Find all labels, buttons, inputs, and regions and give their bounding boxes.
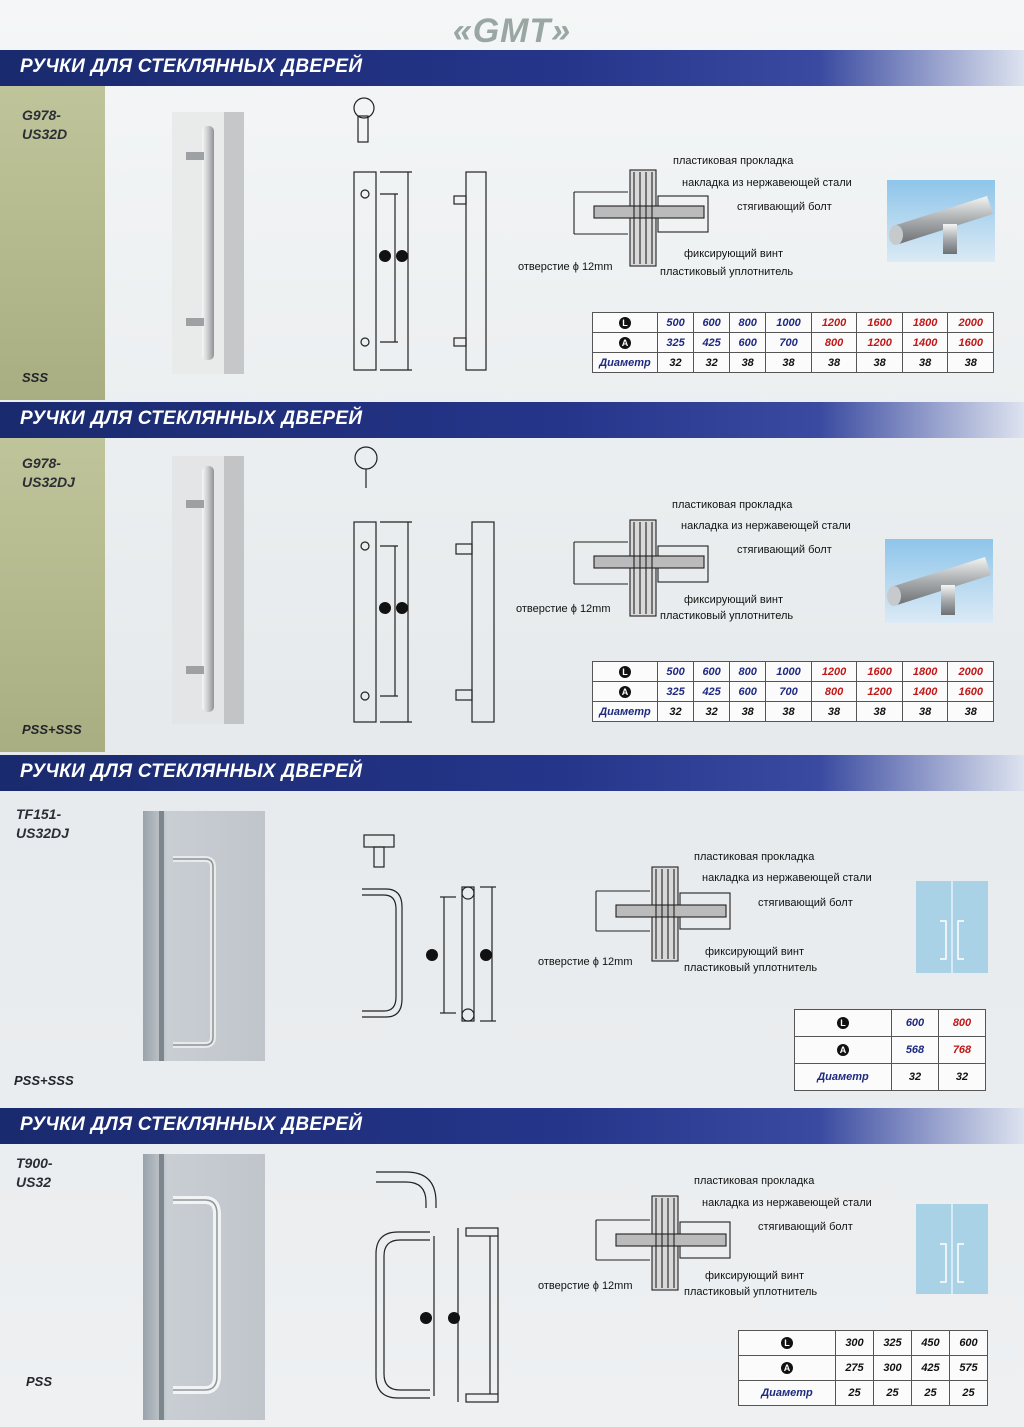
finish-code: SSS (22, 370, 49, 385)
spec-table: L 600 800 A 568 768 Диаметр 32 32 (794, 1009, 986, 1091)
model-code: G978- US32D (22, 107, 68, 142)
label-steel-cover: накладка из нержавеющей стали (681, 520, 851, 532)
label-fixing-screw: фиксирующий винт (684, 594, 784, 606)
spec-table: L 300 325 450 600 A 275 300 425 575 Диам… (738, 1330, 988, 1406)
table-row: L 600 800 (794, 1009, 986, 1037)
label-steel-cover: накладка из нержавеющей стали (702, 872, 872, 884)
product-photo (143, 811, 265, 1061)
product-section-1: РУЧКИ ДЛЯ СТЕКЛЯННЫХ ДВЕРЕЙ G978- US32D … (0, 50, 1024, 400)
label-plastic-seal: пластиковый уплотнитель (660, 266, 794, 278)
label-tie-bolt: стягивающий болт (758, 897, 853, 909)
length-badge: L (781, 1337, 793, 1349)
label-plastic-gasket: пластиковая прокладка (694, 1175, 815, 1187)
section-title: РУЧКИ ДЛЯ СТЕКЛЯННЫХ ДВЕРЕЙ (20, 56, 363, 77)
label-plastic-seal: пластиковый уплотнитель (684, 1286, 818, 1298)
length-badge: L (619, 316, 631, 329)
table-row: Диаметр 25 25 25 25 (738, 1380, 988, 1406)
label-steel-cover: накладка из нержавеющей стали (682, 177, 852, 189)
table-row: A 275 300 425 575 (738, 1355, 988, 1381)
table-row: L 500 600 800 1000 1200 1600 1800 2000 (592, 312, 994, 333)
product-photo (143, 1154, 265, 1420)
label-hole: отверстие ϕ 12mm (518, 261, 613, 273)
model-code: G978- US32DJ (22, 455, 75, 490)
section-banner: РУЧКИ ДЛЯ СТЕКЛЯННЫХ ДВЕРЕЙ (0, 755, 1024, 791)
table-row: Диаметр 32 32 (794, 1063, 986, 1091)
handle-drawing (362, 834, 496, 1022)
section-banner: РУЧКИ ДЛЯ СТЕКЛЯННЫХ ДВЕРЕЙ (0, 1108, 1024, 1144)
axis-badge: A (781, 1362, 793, 1374)
table-row: A 568 768 (794, 1036, 986, 1064)
label-hole: отверстие ϕ 12mm (538, 956, 633, 968)
finish-code: PSS (26, 1374, 53, 1389)
table-row: A 325 425 600 700 800 1200 1400 1600 (592, 681, 994, 702)
fixing-diagram (595, 1195, 731, 1291)
product-section-3: РУЧКИ ДЛЯ СТЕКЛЯННЫХ ДВЕРЕЙ TF151- US32D… (0, 755, 1024, 1105)
length-badge: L (837, 1017, 849, 1029)
section-title: РУЧКИ ДЛЯ СТЕКЛЯННЫХ ДВЕРЕЙ (20, 1114, 363, 1135)
section-banner: РУЧКИ ДЛЯ СТЕКЛЯННЫХ ДВЕРЕЙ (0, 402, 1024, 438)
label-plastic-seal: пластиковый уплотнитель (684, 962, 818, 974)
label-fixing-screw: фиксирующий винт (684, 248, 784, 260)
door-handle-icon (940, 881, 964, 973)
handle-drawing (353, 97, 487, 371)
product-photo (172, 112, 244, 374)
label-plastic-gasket: пластиковая прокладка (694, 851, 815, 863)
label-tie-bolt: стягивающий болт (737, 544, 832, 556)
product-photo (172, 456, 244, 724)
spec-table: L 500 600 800 1000 1200 1600 1800 2000 A… (592, 661, 994, 722)
fixing-diagram (595, 866, 731, 962)
product-section-4: РУЧКИ ДЛЯ СТЕКЛЯННЫХ ДВЕРЕЙ T900- US32 P… (0, 1108, 1024, 1427)
spec-table: L 500 600 800 1000 1200 1600 1800 2000 A… (592, 312, 994, 373)
label-tie-bolt: стягивающий болт (758, 1221, 853, 1233)
label-hole: отверстие ϕ 12mm (516, 603, 611, 615)
label-fixing-screw: фиксирующий винт (705, 946, 805, 958)
label-plastic-gasket: пластиковая прокладка (672, 499, 793, 511)
handle-render (885, 539, 993, 623)
model-code: TF151- US32DJ (16, 806, 69, 841)
label-steel-cover: накладка из нержавеющей стали (702, 1197, 872, 1209)
model-sidebar: G978- US32D SSS (0, 86, 105, 400)
brand-logo: «GMT» (452, 12, 572, 50)
handle-render (887, 180, 995, 262)
table-row: Диаметр 32 32 38 38 38 38 38 38 (592, 701, 994, 722)
glass-door-diagram (916, 1204, 988, 1294)
length-badge: L (619, 665, 631, 678)
label-plastic-gasket: пластиковая прокладка (673, 155, 794, 167)
product-section-2: РУЧКИ ДЛЯ СТЕКЛЯННЫХ ДВЕРЕЙ G978- US32DJ… (0, 402, 1024, 752)
axis-badge: A (837, 1044, 849, 1056)
model-sidebar: G978- US32DJ PSS+SSS (0, 438, 105, 752)
model-code: T900- US32 (16, 1155, 53, 1190)
label-fixing-screw: фиксирующий винт (705, 1270, 805, 1282)
handle-drawing (353, 446, 495, 723)
fixing-diagram (573, 169, 709, 267)
fixing-diagram (573, 519, 709, 617)
label-hole: отверстие ϕ 12mm (538, 1280, 633, 1292)
axis-badge: A (619, 685, 631, 698)
finish-code: PSS+SSS (14, 1073, 74, 1088)
table-row: L 500 600 800 1000 1200 1600 1800 2000 (592, 661, 994, 682)
table-row: L 300 325 450 600 (738, 1330, 988, 1356)
section-title: РУЧКИ ДЛЯ СТЕКЛЯННЫХ ДВЕРЕЙ (20, 408, 363, 429)
axis-badge: A (619, 336, 631, 349)
table-row: Диаметр 32 32 38 38 38 38 38 38 (592, 352, 994, 373)
label-plastic-seal: пластиковый уплотнитель (660, 610, 794, 622)
section-title: РУЧКИ ДЛЯ СТЕКЛЯННЫХ ДВЕРЕЙ (20, 761, 363, 782)
label-tie-bolt: стягивающий болт (737, 201, 832, 213)
finish-code: PSS+SSS (22, 722, 82, 737)
table-row: A 325 425 600 700 800 1200 1400 1600 (592, 332, 994, 353)
handle-drawing (375, 1171, 499, 1403)
section-banner: РУЧКИ ДЛЯ СТЕКЛЯННЫХ ДВЕРЕЙ (0, 50, 1024, 86)
glass-door-diagram (916, 881, 988, 973)
door-handle-icon (940, 1204, 964, 1294)
